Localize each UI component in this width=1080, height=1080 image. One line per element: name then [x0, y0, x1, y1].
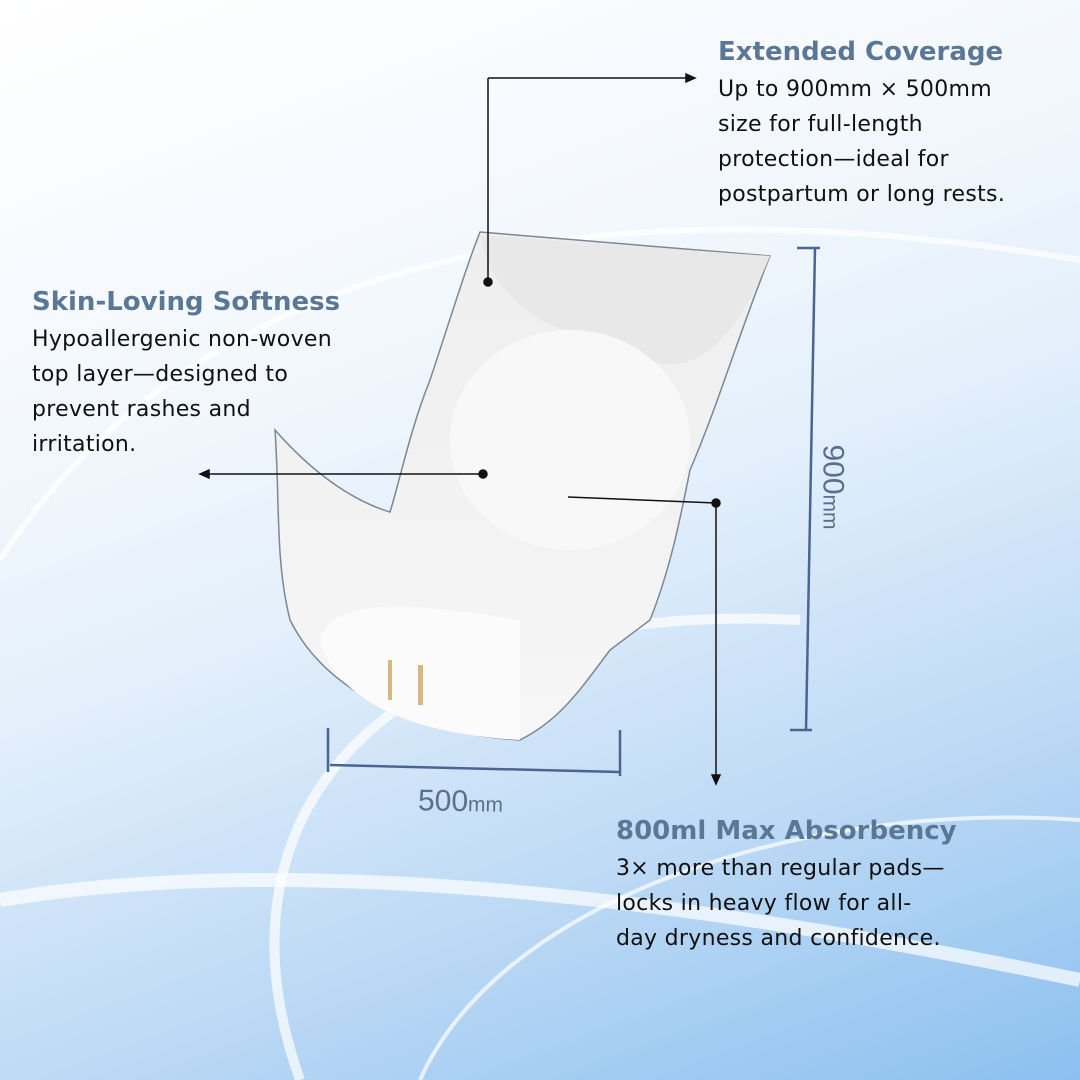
- length-value: 900: [816, 444, 850, 495]
- dimension-lines: [326, 246, 820, 776]
- width-value: 500: [417, 784, 469, 819]
- callout-max-absorbency: 800ml Max Absorbency 3× more than regula…: [616, 815, 957, 956]
- callout-text: Up to 900mm × 500mm: [718, 77, 992, 102]
- width-unit: mm: [467, 793, 504, 817]
- length-dimension-label: 900mm: [816, 444, 850, 529]
- callout-text: top layer—designed to: [32, 362, 289, 387]
- callout-text: size for full-length: [718, 112, 923, 137]
- callout-text: Hypoallergenic non-woven: [32, 327, 332, 352]
- callout-text: 3× more than regular pads—: [616, 856, 945, 881]
- length-unit: mm: [818, 494, 842, 530]
- callout-text: locks in heavy flow for all-: [616, 891, 912, 916]
- callout-text: protection—ideal for: [718, 147, 949, 172]
- callout-text: day dryness and confidence.: [616, 926, 941, 951]
- callout-text: irritation.: [32, 432, 137, 457]
- callout-skin-softness: Skin-Loving Softness Hypoallergenic non-…: [32, 286, 340, 462]
- pad-product-image: [274, 231, 772, 741]
- width-dimension-label: 500mm: [418, 784, 504, 819]
- callout-title: 800ml Max Absorbency: [616, 816, 957, 846]
- callout-lines: [198, 72, 722, 786]
- callout-text: postpartum or long rests.: [718, 182, 1006, 207]
- callout-extended-coverage: Extended Coverage Up to 900mm × 500mm si…: [718, 36, 1005, 212]
- callout-text: prevent rashes and: [32, 397, 251, 422]
- callout-title: Skin-Loving Softness: [32, 287, 341, 317]
- callout-title: Extended Coverage: [718, 37, 1004, 67]
